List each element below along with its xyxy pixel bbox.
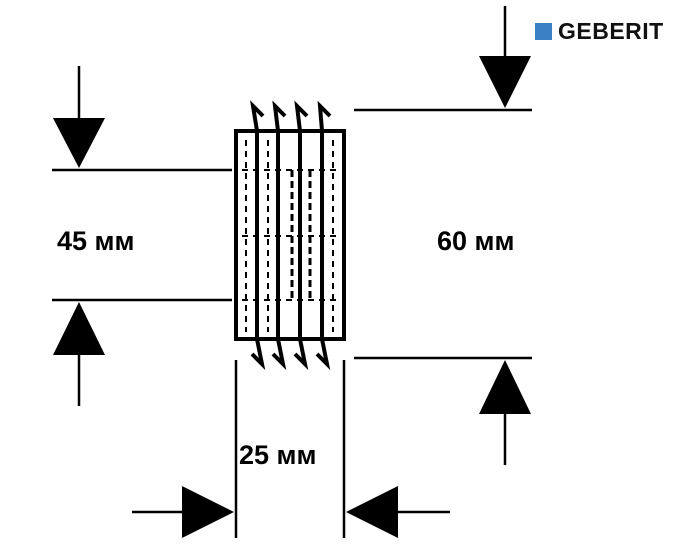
arrow-head-left: [346, 486, 398, 538]
dimension-45: [52, 66, 232, 406]
arrow-head-right: [182, 486, 234, 538]
logo-text: GEBERIT: [558, 17, 664, 44]
seal-fin-bottom: [293, 338, 309, 371]
arrow-head-down: [479, 56, 531, 108]
geberit-logo: GEBERIT: [535, 18, 664, 44]
dimension-label-inner: 45 мм: [57, 226, 135, 256]
arrow-head-up: [53, 302, 105, 355]
dimension-label-outer: 60 мм: [437, 226, 515, 256]
seal-fin-bottom: [271, 338, 287, 371]
arrow-head-down: [53, 118, 105, 168]
seal-fin-top: [294, 100, 309, 132]
seal-outline: [234, 129, 346, 341]
seal-fin-bottom: [315, 338, 331, 371]
dimension-label-length: 25 мм: [239, 440, 317, 470]
logo-square-icon: [535, 22, 552, 40]
seal-body: [234, 100, 346, 371]
seal-fin-bottom: [250, 338, 266, 371]
seal-fin-top: [250, 100, 265, 132]
dimension-60: [354, 6, 532, 465]
seal-fin-top: [272, 100, 287, 132]
dimension-25: [132, 360, 450, 538]
arrow-head-up: [479, 360, 531, 414]
seal-fin-top: [317, 100, 332, 132]
